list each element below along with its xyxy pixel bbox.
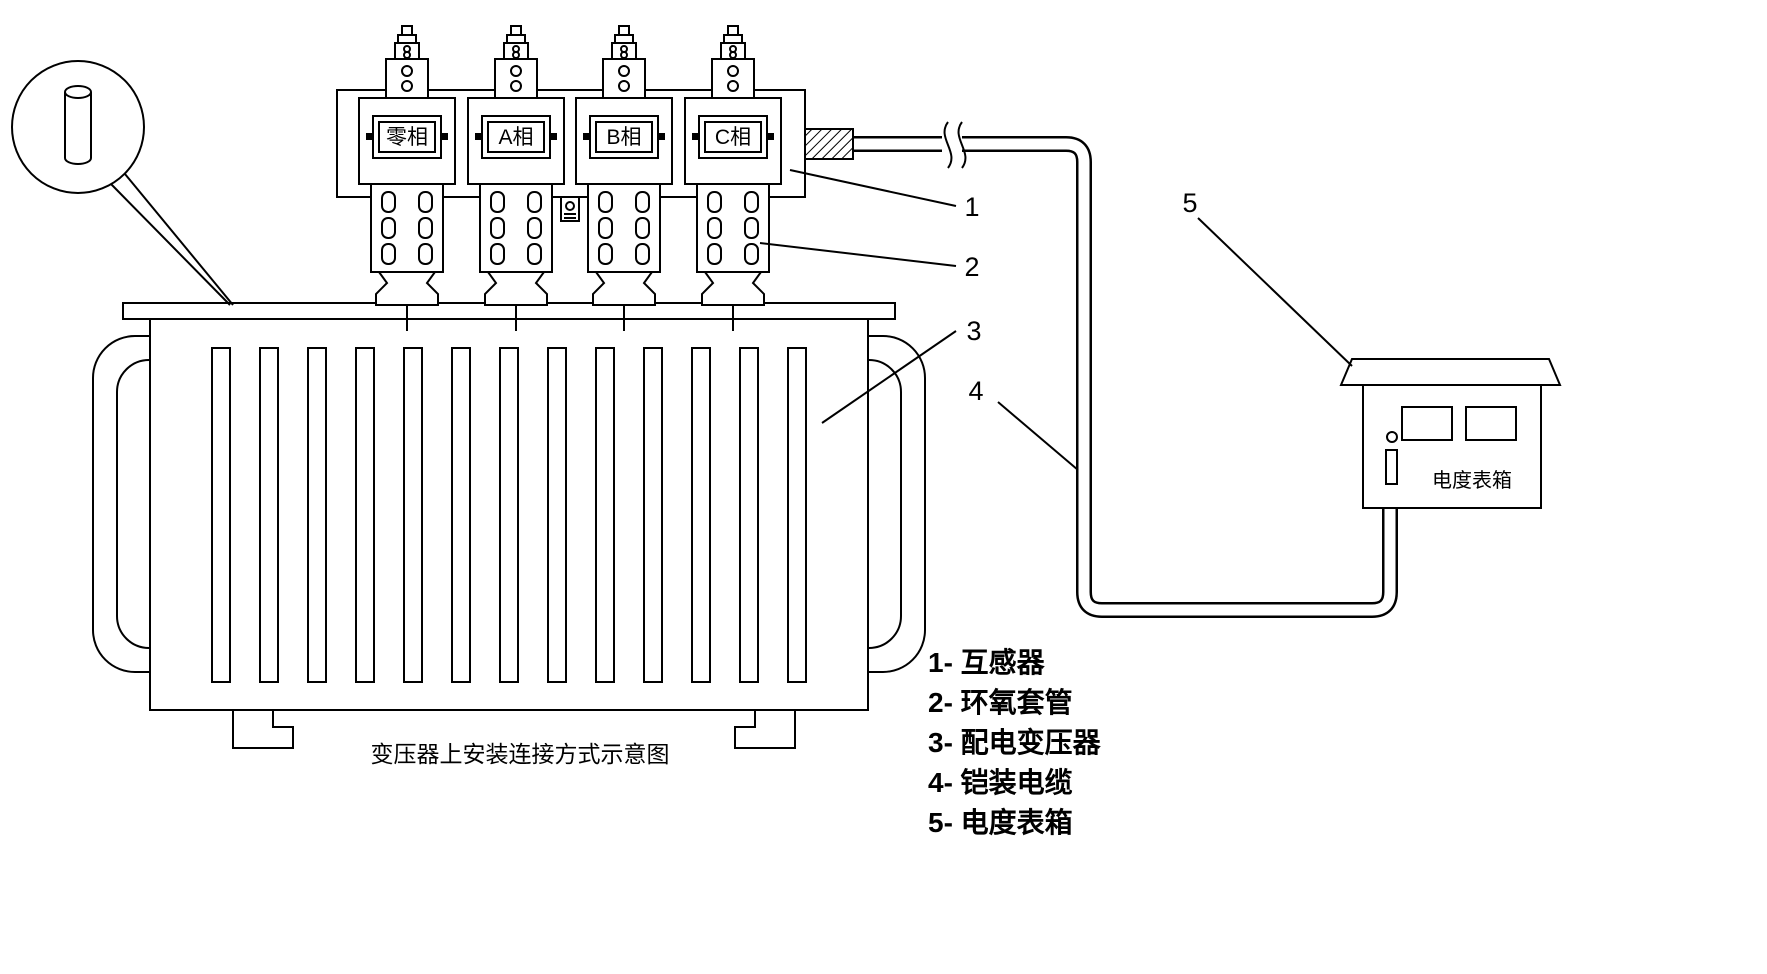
junction-accessory xyxy=(560,196,580,222)
legend: 1- 互感器 2- 环氧套管 3- 配电变压器 4- 铠装电缆 5- 电度表箱 xyxy=(928,647,1102,838)
leader-4 xyxy=(997,401,1079,471)
bushing-label-c: C相 xyxy=(715,126,751,149)
meter-window-left xyxy=(1401,406,1453,441)
leader-3 xyxy=(821,330,957,424)
meter-box-body xyxy=(1362,384,1542,509)
meter-box-roof xyxy=(1339,358,1562,386)
callout-number-2: 2 xyxy=(964,252,979,282)
bushing-phase-a xyxy=(467,25,565,332)
bushing-label-zero: 零相 xyxy=(386,126,428,149)
legend-item-3: 3- 配电变压器 xyxy=(928,726,1102,758)
meter-indicator xyxy=(1386,431,1398,443)
tank-feet xyxy=(232,710,796,749)
tank-body xyxy=(149,317,869,711)
armored-cable xyxy=(804,121,1398,618)
legend-item-4: 4- 铠装电缆 xyxy=(928,767,1073,798)
leader-2 xyxy=(759,242,957,267)
callout-number-5: 5 xyxy=(1182,188,1197,218)
callout-number-3: 3 xyxy=(966,316,981,346)
bushing-label-b: B相 xyxy=(606,126,641,149)
meter-window-right xyxy=(1465,406,1517,441)
pin-detail-icon xyxy=(64,85,92,165)
meter-slot xyxy=(1385,449,1398,485)
transformer-tank xyxy=(92,302,926,749)
cable-break-icon xyxy=(942,121,967,169)
bushing-phase-b xyxy=(575,25,673,332)
bushing-phase-c xyxy=(684,25,782,332)
callout-number-1: 1 xyxy=(964,192,979,222)
leader-5 xyxy=(1197,217,1353,367)
meter-box-label: 电度表箱 xyxy=(1432,469,1512,492)
leaders: 1 2 3 4 5 xyxy=(759,169,1353,471)
callout-number-4: 4 xyxy=(968,376,983,406)
legend-item-5: 5- 电度表箱 xyxy=(928,806,1073,838)
leader-1 xyxy=(789,169,957,207)
bushing-zero-phase xyxy=(358,25,456,332)
legend-item-1: 1- 互感器 xyxy=(928,647,1046,678)
armored-section xyxy=(804,128,854,160)
legend-item-2: 2- 环氧套管 xyxy=(928,686,1073,718)
bushing-label-a: A相 xyxy=(498,126,533,149)
meter-box: 电度表箱 xyxy=(1339,358,1562,509)
radiator-fins xyxy=(211,347,807,683)
diagram-caption: 变压器上安装连接方式示意图 xyxy=(371,741,670,767)
magnifier-callout xyxy=(11,60,234,306)
